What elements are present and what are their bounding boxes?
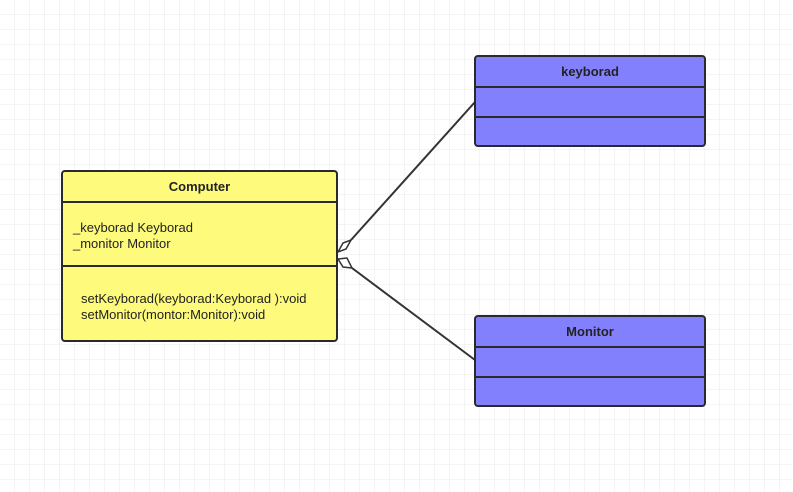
attributes-section [476,86,704,116]
methods-section [476,116,704,145]
attributes-section: _keyborad Keyborad _monitor Monitor [63,201,336,265]
method: setKeyborad(keyborad:Keyborad ):void [81,291,307,306]
methods-section: setKeyborad(keyborad:Keyborad ):void set… [63,265,336,323]
aggregation-diamond-keyboard [336,238,353,254]
class-name: keyborad [561,64,619,79]
methods-section [476,376,704,405]
method: setMonitor(montor:Monitor):void [81,307,266,322]
class-name: Computer [168,179,231,194]
attribute: _monitor Monitor [73,236,171,251]
class-monitor[interactable]: Monitor [474,315,706,407]
attribute: _keyborad Keyborad [73,220,193,235]
attributes-section [476,346,704,376]
aggregation-line-monitor[interactable] [351,267,476,361]
class-computer[interactable]: Computer _keyborad Keyborad _monitor Mon… [61,170,338,342]
class-keyboard[interactable]: keyborad [474,55,706,147]
aggregation-diamond-monitor [336,257,354,269]
aggregation-line-keyboard[interactable] [350,101,476,241]
class-name: Monitor [566,324,614,339]
